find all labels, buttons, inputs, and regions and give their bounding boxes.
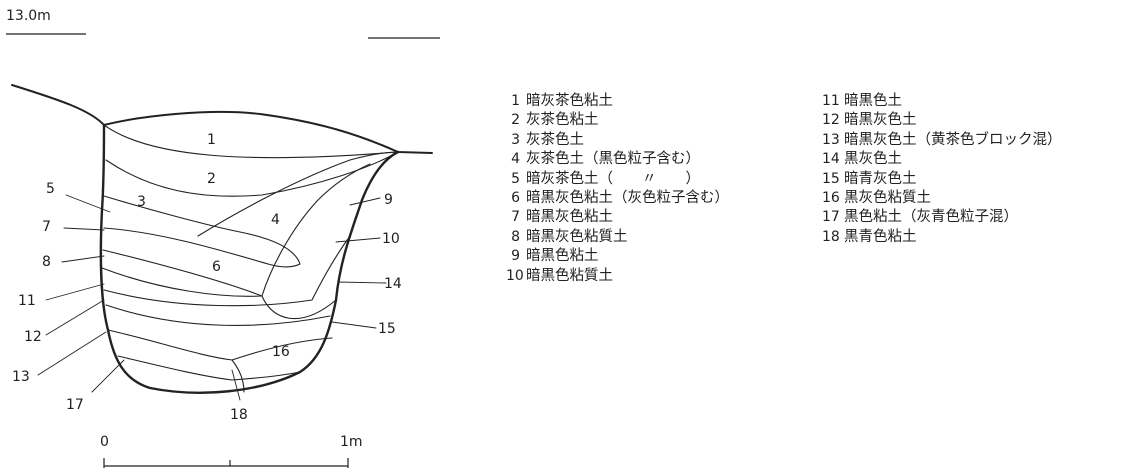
legend-item-text: 暗黒灰色粘土（灰色粒子含む） bbox=[526, 190, 729, 207]
legend-item: 8 暗黒灰色粘質土 bbox=[506, 228, 729, 247]
legend-item-number: 7 bbox=[511, 209, 520, 226]
elevation-label: 13.0m bbox=[6, 8, 51, 24]
pit-outline bbox=[99, 123, 400, 394]
layer-label: 10 bbox=[382, 231, 400, 247]
layer-labels: 1 2 3 4 5 6 7 8 9 10 11 12 13 14 15 16 1… bbox=[12, 132, 402, 423]
legend-item-number: 15 bbox=[822, 170, 840, 187]
layer-label: 11 bbox=[18, 293, 36, 309]
layer-label: 4 bbox=[271, 212, 280, 228]
layer-label: 8 bbox=[42, 254, 51, 270]
legend-item-number: 1 bbox=[511, 93, 520, 109]
layer-label: 5 bbox=[46, 181, 55, 197]
legend-item-text: 黒灰色粘質土 bbox=[844, 190, 931, 207]
legend-item-text: 黒色粘土（灰青色粒子混） bbox=[844, 209, 1018, 226]
legend-item-number: 9 bbox=[511, 248, 520, 265]
legend-item: 7 暗黒灰色粘土 bbox=[506, 208, 729, 227]
legend-item-number: 13 bbox=[822, 131, 840, 148]
layer-label: 12 bbox=[24, 329, 42, 345]
layer-label: 9 bbox=[384, 192, 393, 208]
legend-item-text: 暗灰茶色粘土 bbox=[526, 93, 613, 109]
scale-bar: 0 1m bbox=[100, 434, 363, 468]
layer-label: 15 bbox=[378, 321, 396, 337]
legend-item-number: 10 bbox=[506, 267, 524, 284]
legend-item-number: 12 bbox=[822, 112, 840, 129]
layer-label: 13 bbox=[12, 369, 30, 385]
legend-item: 2 灰茶色粘土 bbox=[506, 111, 729, 130]
legend-item: 9 暗黒色粘土 bbox=[506, 247, 729, 266]
layer-label: 7 bbox=[42, 219, 51, 235]
layer-label: 6 bbox=[212, 259, 221, 275]
legend-item-text: 暗黒色粘質土 bbox=[526, 267, 613, 284]
legend-item: 5 暗灰茶色土（ 〃 ） bbox=[506, 170, 729, 189]
legend-item-text: 黒灰色土 bbox=[844, 151, 902, 168]
legend-item-number: 17 bbox=[822, 209, 840, 226]
legend-item-text: 黒青色粘土 bbox=[844, 228, 917, 245]
ground-surface-line bbox=[11, 84, 433, 154]
legend-item-text: 暗黒色粘土 bbox=[526, 248, 599, 265]
legend-item-text: 灰茶色土 bbox=[526, 131, 584, 148]
layer-label: 14 bbox=[384, 276, 402, 292]
legend-item-text: 暗青灰色土 bbox=[844, 170, 917, 187]
legend-item-number: 2 bbox=[511, 112, 520, 129]
legend-item-text: 暗黒灰色粘土 bbox=[526, 209, 613, 226]
pit-section bbox=[11, 84, 433, 401]
legend-item-number: 6 bbox=[511, 190, 520, 207]
layer-label: 2 bbox=[207, 171, 216, 187]
legend-item-text: 暗黒灰色土 bbox=[844, 112, 917, 129]
legend-item-number: 4 bbox=[511, 151, 520, 168]
legend-item-number: 18 bbox=[822, 228, 840, 245]
leader-lines bbox=[37, 194, 387, 401]
layer-label: 16 bbox=[272, 344, 290, 360]
scale-start-label: 0 bbox=[100, 434, 109, 450]
layer-label: 1 bbox=[207, 132, 216, 148]
layer-label: 18 bbox=[230, 407, 248, 423]
legend-item-text: 灰茶色粘土 bbox=[526, 112, 599, 129]
layer-label: 17 bbox=[66, 397, 84, 413]
legend-item-text: 暗黒灰色粘質土 bbox=[526, 228, 628, 245]
legend-item-number: 11 bbox=[822, 93, 840, 109]
legend-item-number: 14 bbox=[822, 151, 840, 168]
legend-item-text: 暗灰茶色土（ 〃 ） bbox=[526, 170, 700, 187]
legend-item-number: 5 bbox=[511, 170, 520, 187]
legend-item: 1 暗灰茶色粘土 bbox=[506, 92, 729, 111]
legend-item: 6 暗黒灰色粘土（灰色粒子含む） bbox=[506, 189, 729, 208]
scale-bar-line bbox=[103, 458, 349, 468]
layer-boundaries bbox=[101, 124, 399, 393]
legend-item-number: 3 bbox=[511, 131, 520, 148]
scale-end-label: 1m bbox=[340, 434, 363, 450]
legend-item-text: 暗黒灰色土（黄茶色ブロック混） bbox=[844, 131, 1062, 148]
legend-column-left: 1 暗灰茶色粘土 2 灰茶色粘土 3 灰茶色土 4 灰茶色土（黒色粒子含む） 5 暗灰茶色土（ 〃… bbox=[506, 92, 729, 286]
layer-label: 3 bbox=[137, 194, 146, 210]
legend-item-text: 暗黒色土 bbox=[844, 93, 902, 109]
legend-item: 4 灰茶色土（黒色粒子含む） bbox=[506, 150, 729, 169]
legend-item-text: 灰茶色土（黒色粒子含む） bbox=[526, 151, 700, 168]
legend-item-number: 16 bbox=[822, 190, 840, 207]
legend-item-number: 8 bbox=[511, 228, 520, 245]
legend-item: 3 灰茶色土 bbox=[506, 131, 729, 150]
